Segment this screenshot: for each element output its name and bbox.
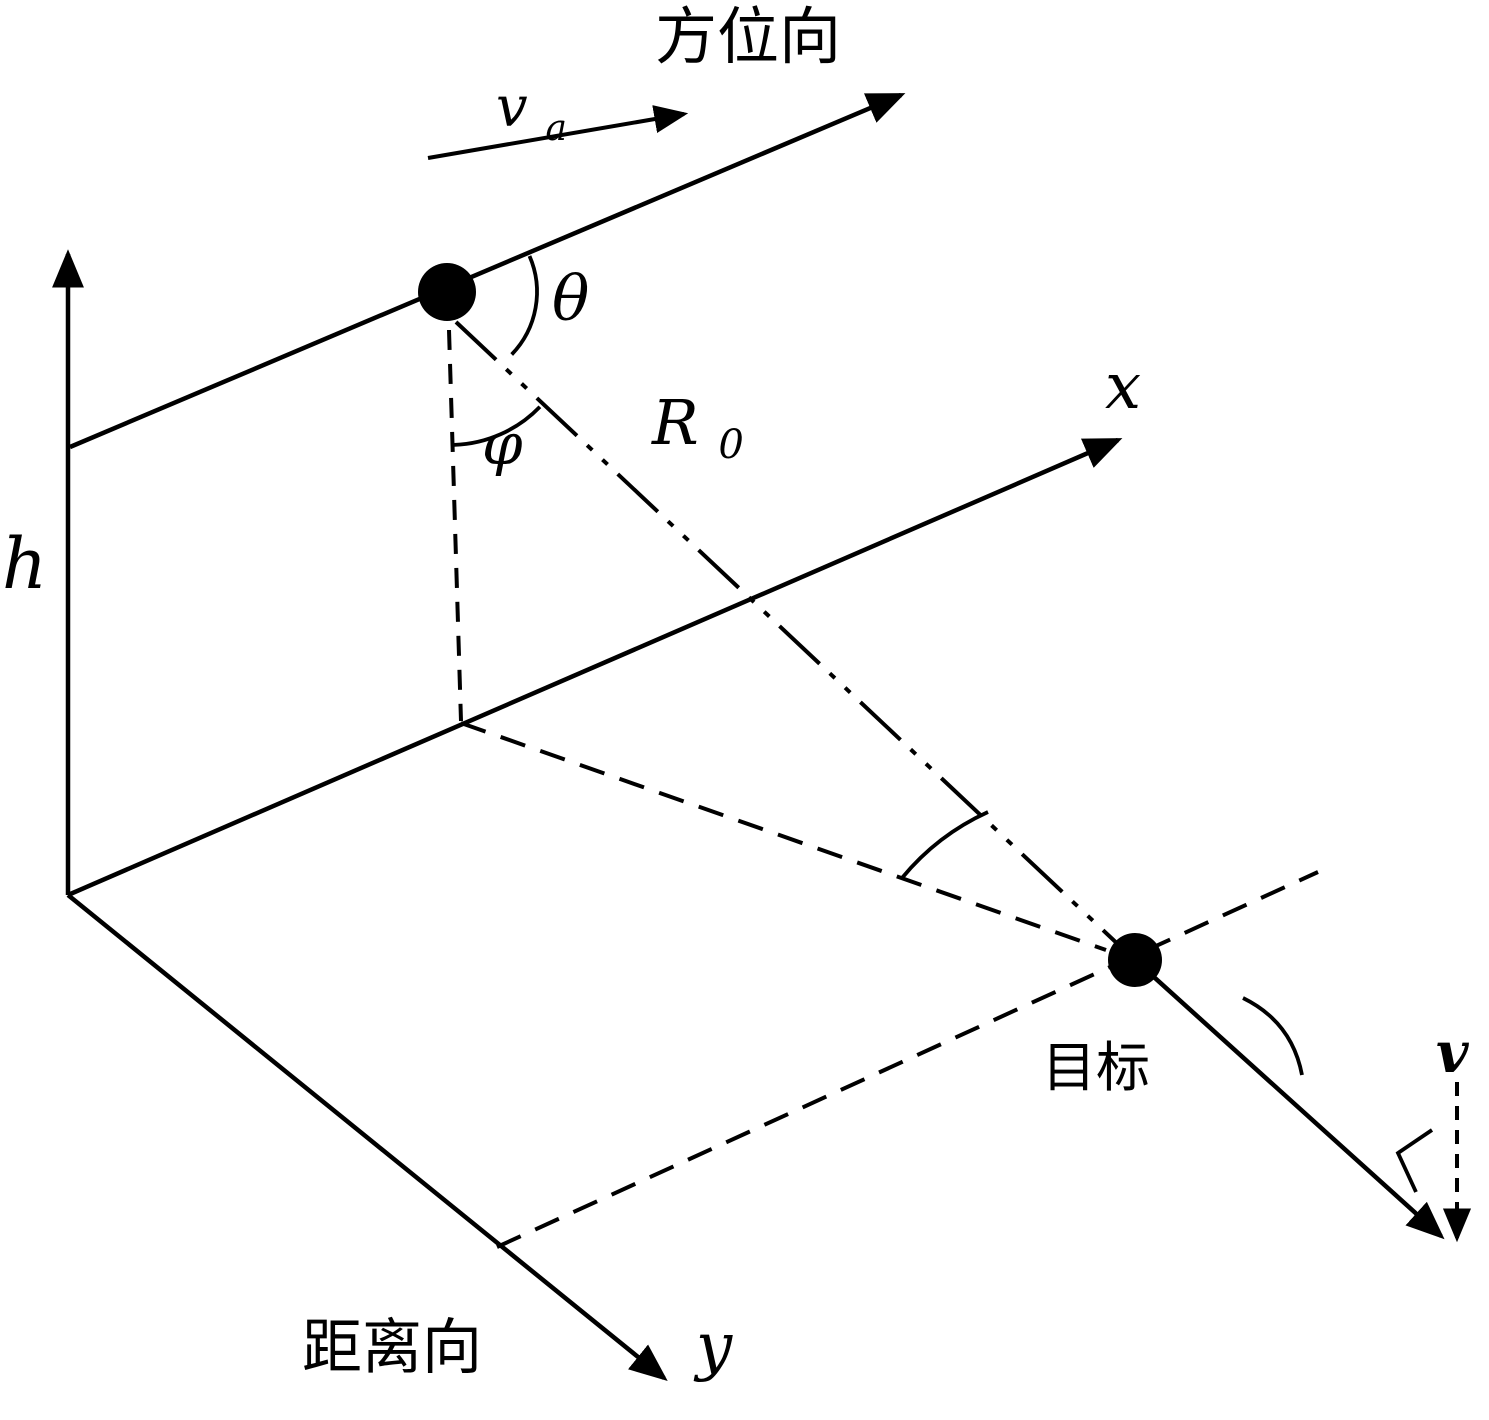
height-axis-label: h xyxy=(2,523,47,605)
platform-velocity-label-base: v xyxy=(496,75,528,140)
squint-angle-label: θ xyxy=(552,262,589,335)
ground-range-dashed-line xyxy=(496,870,1319,1249)
ground-angle-arc xyxy=(900,810,989,880)
slant-range-label-sub: 0 xyxy=(718,422,743,468)
platform-altitude-dashed-line xyxy=(447,329,463,722)
ground-projection-dashed-line xyxy=(460,721,1107,952)
radar-platform-dot xyxy=(418,263,476,321)
target-dot xyxy=(1108,933,1162,987)
target-label: 目标 xyxy=(1042,1036,1150,1099)
slant-range-line xyxy=(454,320,1124,950)
x-axis-label: x xyxy=(1105,350,1141,424)
x-axis-line xyxy=(67,437,1123,898)
y-axis-line xyxy=(66,893,668,1382)
platform-velocity-label-sub: a xyxy=(545,108,566,149)
target-velocity-line xyxy=(1133,958,1445,1240)
right-angle-mark xyxy=(1395,1128,1434,1193)
look-angle-label: φ xyxy=(482,410,523,478)
range-direction-label: 距离向 xyxy=(302,1313,482,1383)
azimuth-flight-line xyxy=(69,92,906,450)
azimuth-direction-label: 方位向 xyxy=(655,0,841,73)
y-axis-label: y xyxy=(693,1310,733,1384)
target-heading-angle-arc xyxy=(1242,996,1304,1076)
target-velocity-label: v xyxy=(1436,1020,1470,1086)
squint-angle-arc xyxy=(510,255,539,356)
look-angle-arc xyxy=(454,405,542,447)
platform-velocity-arrow xyxy=(427,105,689,160)
slant-range-label: R 0 xyxy=(651,386,744,468)
slant-range-label-base: R xyxy=(651,386,699,459)
platform-velocity-label: v a xyxy=(496,75,567,149)
